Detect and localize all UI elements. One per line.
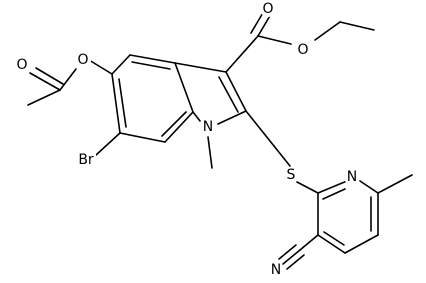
- bond-benz-4: [164, 111, 194, 143]
- atom-labels: O O O O Br N S N N: [14, 1, 360, 278]
- bond-n1-c7a: [192, 111, 201, 122]
- bond-py-5: [317, 234, 346, 254]
- bond-c3-c2-b: [218, 76, 239, 113]
- bonds: [27, 10, 413, 270]
- bond-ester-co-1: [257, 13, 272, 37]
- atom-n-indole: N: [203, 119, 213, 135]
- bond-py-methyl: [377, 174, 413, 194]
- bond-cn-1: [282, 249, 301, 265]
- atom-o-acetyl-carbonyl: O: [16, 57, 27, 73]
- bond-c2-ch2: [245, 110, 275, 147]
- bond-s-py: [296, 181, 319, 194]
- bond-py-1: [317, 180, 348, 194]
- bond-c3-ester: [225, 35, 259, 73]
- bond-cn-3: [278, 244, 297, 260]
- bond-br: [95, 132, 121, 156]
- bond-py-2: [359, 180, 379, 194]
- bond-py-1b: [322, 188, 346, 200]
- bond-py-4: [344, 234, 379, 254]
- bond-benz-4b: [161, 111, 187, 137]
- atom-n-nitrile: N: [271, 262, 281, 278]
- bond-acetyl-c-o: [59, 68, 77, 91]
- bond-acetyl-co-2: [35, 67, 64, 85]
- bond-cn-2: [286, 254, 305, 270]
- bond-n-methyl: [207, 136, 213, 169]
- bond-benz-2b: [131, 61, 171, 70]
- bond-benz-6b: [118, 78, 127, 128]
- bond-ester-co-2: [250, 10, 265, 34]
- bond-o-ring: [88, 59, 113, 75]
- bond-benz-2: [129, 54, 176, 64]
- bond-o-ethyl: [314, 21, 341, 41]
- bond-acetyl-co-1: [29, 72, 61, 91]
- bond-cn-c: [299, 234, 319, 251]
- bond-benz-3: [174, 62, 194, 113]
- bond-ch2-s: [273, 145, 291, 167]
- atom-o-ester: O: [297, 42, 308, 58]
- atom-br: Br: [78, 152, 94, 168]
- bond-c2-n1: [217, 110, 247, 125]
- bond-ethyl: [339, 21, 375, 31]
- atom-o-acetoxy: O: [77, 52, 88, 68]
- atom-n-pyridine: N: [347, 169, 357, 185]
- bond-acetyl-methyl: [27, 89, 61, 106]
- bond-py-5b: [323, 231, 345, 246]
- bond-c3a-c3: [174, 62, 227, 73]
- bond-benz-6: [111, 73, 121, 134]
- atom-s: S: [287, 167, 296, 183]
- bond-ester-c-o: [257, 35, 292, 45]
- bond-c3-c2: [225, 71, 247, 112]
- bond-benz-1: [111, 54, 131, 75]
- atom-o-ester-carbonyl: O: [262, 1, 273, 17]
- bond-benz-5: [119, 132, 166, 143]
